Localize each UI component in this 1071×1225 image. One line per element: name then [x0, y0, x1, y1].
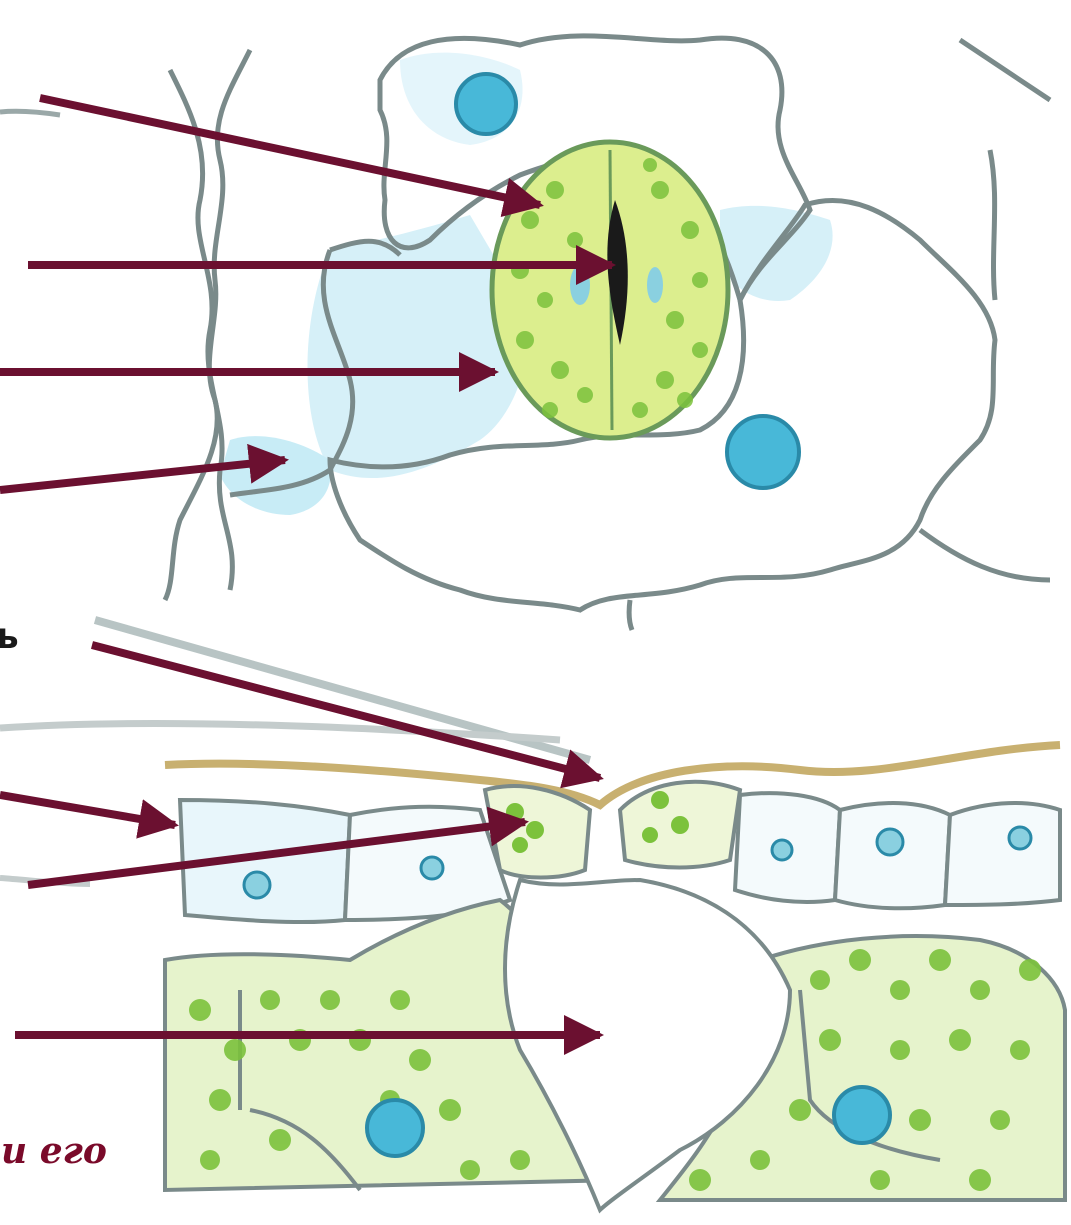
arrow-cuticle — [0, 795, 175, 825]
epidermal-cell-wall — [0, 111, 60, 115]
nucleus — [367, 1100, 423, 1156]
cytoplasm-tint — [220, 436, 331, 515]
label-fragment-top: ь — [0, 616, 19, 657]
cross-section — [0, 620, 1065, 1210]
nucleus — [456, 74, 516, 134]
nucleus — [834, 1087, 890, 1143]
guard-cell-nucleus — [647, 267, 663, 303]
nucleus — [727, 416, 799, 488]
cuticle — [165, 745, 1060, 805]
guard-cell-nucleus — [570, 265, 590, 305]
arrow-stomatal-slit — [92, 645, 600, 778]
caption-fragment: и его — [1, 1130, 107, 1172]
epidermal-cell-wall — [170, 70, 232, 590]
